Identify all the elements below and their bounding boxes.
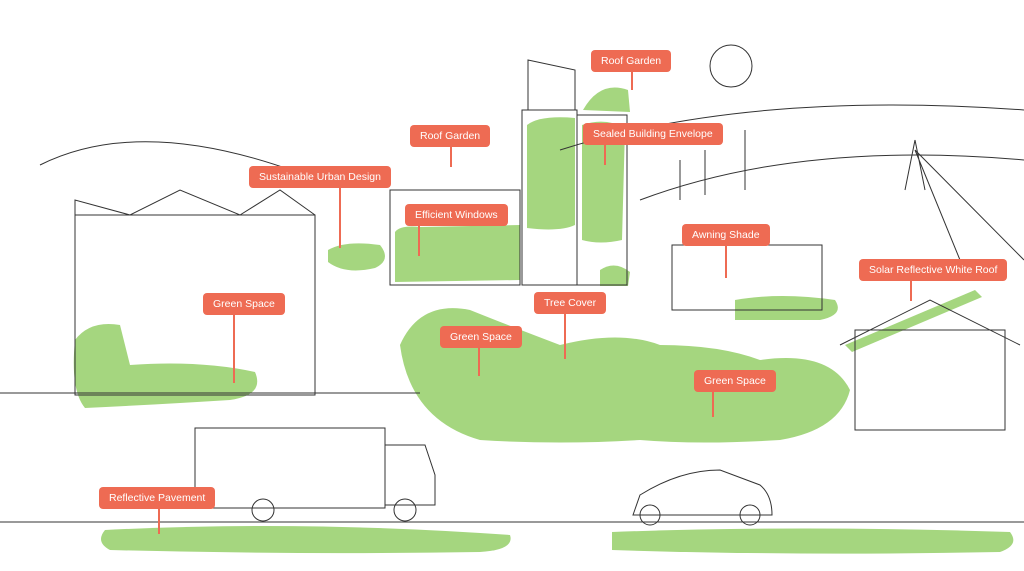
pylon [904,139,1024,261]
windows-building [389,189,521,286]
label-reflective-pavement: Reflective Pavement [99,487,216,509]
leader-line [910,281,912,301]
leader-line [564,314,566,359]
tower-green-facade [527,117,575,230]
label-tree-cover: Tree Cover [534,292,607,314]
car-wheel [639,504,661,526]
truck-box [194,427,386,509]
car [632,469,773,516]
tower-right [576,114,628,286]
leader-line [478,348,480,376]
awning-green-hedge [735,296,838,320]
envelope-green-facade [582,121,625,243]
leader-line [339,188,341,248]
leader-line [725,246,727,278]
label-solar-reflective-white-roof: Solar Reflective White Roof [859,259,1008,281]
car-wheel [739,504,761,526]
label-efficient-windows: Efficient Windows [405,204,508,226]
label-green-space-center: Green Space [440,326,522,348]
label-awning-shade: Awning Shade [682,224,770,246]
shrub-green [600,265,630,286]
factory [74,214,316,396]
urban-design-green [328,243,385,271]
green-areas [73,87,1014,554]
leader-line [631,72,633,90]
leader-line [158,509,160,534]
sun [709,44,753,88]
leader-line [450,147,452,167]
leader-line [604,145,606,165]
house-roof [839,299,1021,346]
label-sustainable-urban-design: Sustainable Urban Design [249,166,391,188]
label-sealed-building-envelope: Sealed Building Envelope [583,123,723,145]
green-space-left-area [73,324,258,408]
pavement-right-green [612,528,1014,554]
leader-line [712,392,714,417]
label-roof-garden-top: Roof Garden [591,50,672,72]
white-roof-green [845,290,982,352]
truck-wheel [393,498,417,522]
label-green-space-right: Green Space [694,370,776,392]
line-art [0,44,1024,526]
leader-line [233,315,235,383]
road-lines [0,392,1024,523]
pavement-left-green [101,526,511,554]
tower-top [527,59,576,110]
leader-line [418,226,420,256]
windows-green-facade [395,225,520,282]
wind-turbines [679,130,746,200]
far-hill [639,154,1024,201]
truck-wheel [251,498,275,522]
roof-garden-top-area [583,87,630,112]
label-green-space-left: Green Space [203,293,285,315]
truck-cab [384,444,436,506]
label-roof-garden-mid: Roof Garden [410,125,491,147]
factory-roof [74,189,316,216]
house [854,329,1006,431]
